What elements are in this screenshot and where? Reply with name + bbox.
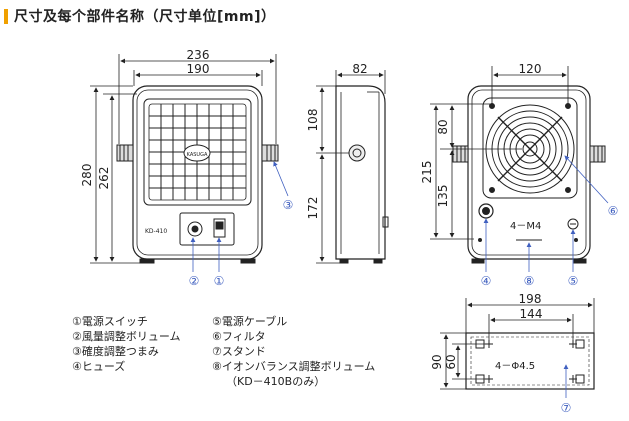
side-view <box>335 85 389 264</box>
dim-rear-fan-span: 120 <box>519 62 542 76</box>
rear-dimension-lines <box>430 66 569 240</box>
legend-item-ion-balance: ⑧イオンバランス調整ボリューム <box>212 360 376 373</box>
dim-front-height-total: 280 <box>80 164 94 187</box>
dim-front-height-inner: 262 <box>97 167 111 190</box>
rear-leader-lines <box>483 155 609 272</box>
front-dimension-lines <box>90 54 277 264</box>
marker-2: ② <box>189 274 200 288</box>
marker-5: ⑤ <box>568 274 579 288</box>
dim-stand-width: 198 <box>519 292 542 306</box>
front-view <box>116 85 279 264</box>
dim-front-width-total: 236 <box>187 48 210 62</box>
screw-label: 4－M4 <box>510 221 541 232</box>
front-leader-lines <box>190 161 289 272</box>
dim-side-depth: 82 <box>352 62 367 76</box>
legend-item-note: （KD－410Bのみ） <box>226 375 326 388</box>
dim-side-upper: 108 <box>306 109 320 132</box>
legend-item-stand: ⑦スタンド <box>212 345 266 358</box>
marker-3: ③ <box>283 198 294 212</box>
dim-side-lower: 172 <box>306 197 320 220</box>
dim-front-width-inner: 190 <box>187 62 210 76</box>
legend-left: ①電源スイッチ ②風量調整ボリューム ③確度調整つまみ ④ヒューズ <box>72 314 181 374</box>
legend-item-angle-knob: ③確度調整つまみ <box>72 345 159 358</box>
dim-stand-hole-depth: 60 <box>444 354 458 369</box>
dim-stand-depth: 90 <box>430 354 444 369</box>
legend-item-airflow-volume: ②風量調整ボリューム <box>72 330 181 343</box>
header-accent-bar <box>4 8 8 24</box>
brand-label: KASUGA <box>187 152 208 158</box>
legend-item-power-switch: ①電源スイッチ <box>72 315 148 328</box>
legend-right: ⑤電源ケーブル ⑥フィルタ ⑦スタンド ⑧イオンバランス調整ボリューム （KD－… <box>212 314 375 389</box>
marker-7: ⑦ <box>561 401 572 415</box>
dim-stand-hole-span: 144 <box>520 307 543 321</box>
marker-4: ④ <box>481 274 492 288</box>
stand-dimension-lines <box>440 298 595 390</box>
model-label: KD-410 <box>145 228 167 235</box>
holes-label: 4－Φ4.5 <box>495 361 535 372</box>
side-dimension-lines <box>316 70 386 264</box>
page-title: 尺寸及每个部件名称（尺寸单位[mm]） <box>14 9 276 25</box>
dim-rear-height: 215 <box>420 161 434 184</box>
legend-item-power-cable: ⑤電源ケーブル <box>212 315 288 328</box>
marker-1: ① <box>214 274 225 288</box>
marker-8: ⑧ <box>524 274 535 288</box>
dim-rear-upper: 80 <box>436 119 450 134</box>
legend-item-fuse: ④ヒューズ <box>72 360 126 373</box>
section-header: 尺寸及每个部件名称（尺寸单位[mm]） <box>4 6 275 26</box>
marker-6: ⑥ <box>608 204 619 218</box>
dim-rear-lower: 135 <box>436 185 450 208</box>
legend-item-filter: ⑥フィルタ <box>212 330 266 343</box>
